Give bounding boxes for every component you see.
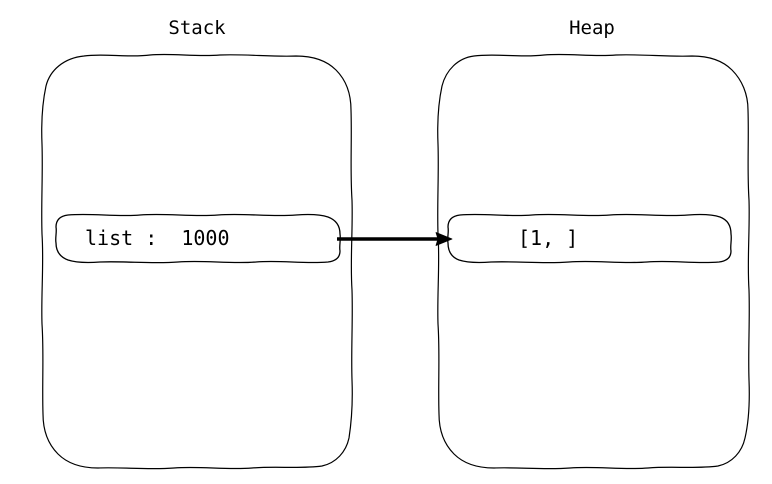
heap-region-label: Heap [569,17,615,39]
pointer-arrow-head [435,232,453,246]
stack-slot-outline [55,213,341,264]
stack-container-outline [41,53,353,470]
pointer-arrow [337,232,453,246]
heap-slot-label: [1, ] [518,226,579,250]
heap-slot-outline [447,213,732,264]
heap-container-outline [437,53,750,470]
stack-slot-label: list : 1000 [85,226,230,250]
stack-region-label: Stack [168,17,226,39]
